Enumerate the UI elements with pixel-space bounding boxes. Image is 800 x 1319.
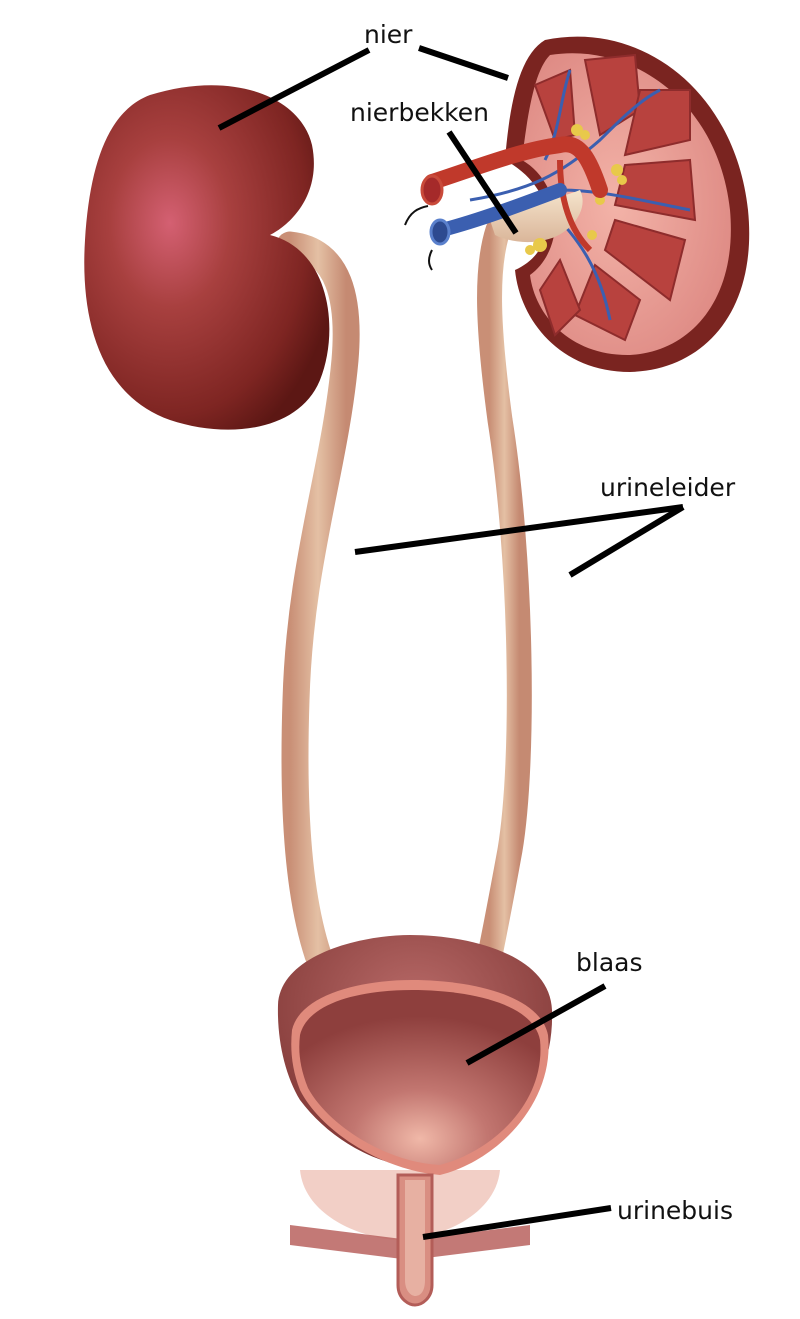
- left-ureter: [276, 231, 360, 969]
- leader-lines: [217, 45, 685, 1240]
- label-nierbekken: nierbekken: [350, 98, 489, 127]
- left-kidney: [84, 85, 330, 430]
- right-ureter: [477, 217, 532, 968]
- label-urinebuis: urinebuis: [617, 1196, 733, 1225]
- label-blaas: blaas: [576, 948, 643, 977]
- bladder: [277, 935, 553, 1307]
- right-kidney-cross-section: [404, 36, 750, 373]
- label-urineleider: urineleider: [600, 473, 736, 502]
- label-nier: nier: [364, 20, 413, 49]
